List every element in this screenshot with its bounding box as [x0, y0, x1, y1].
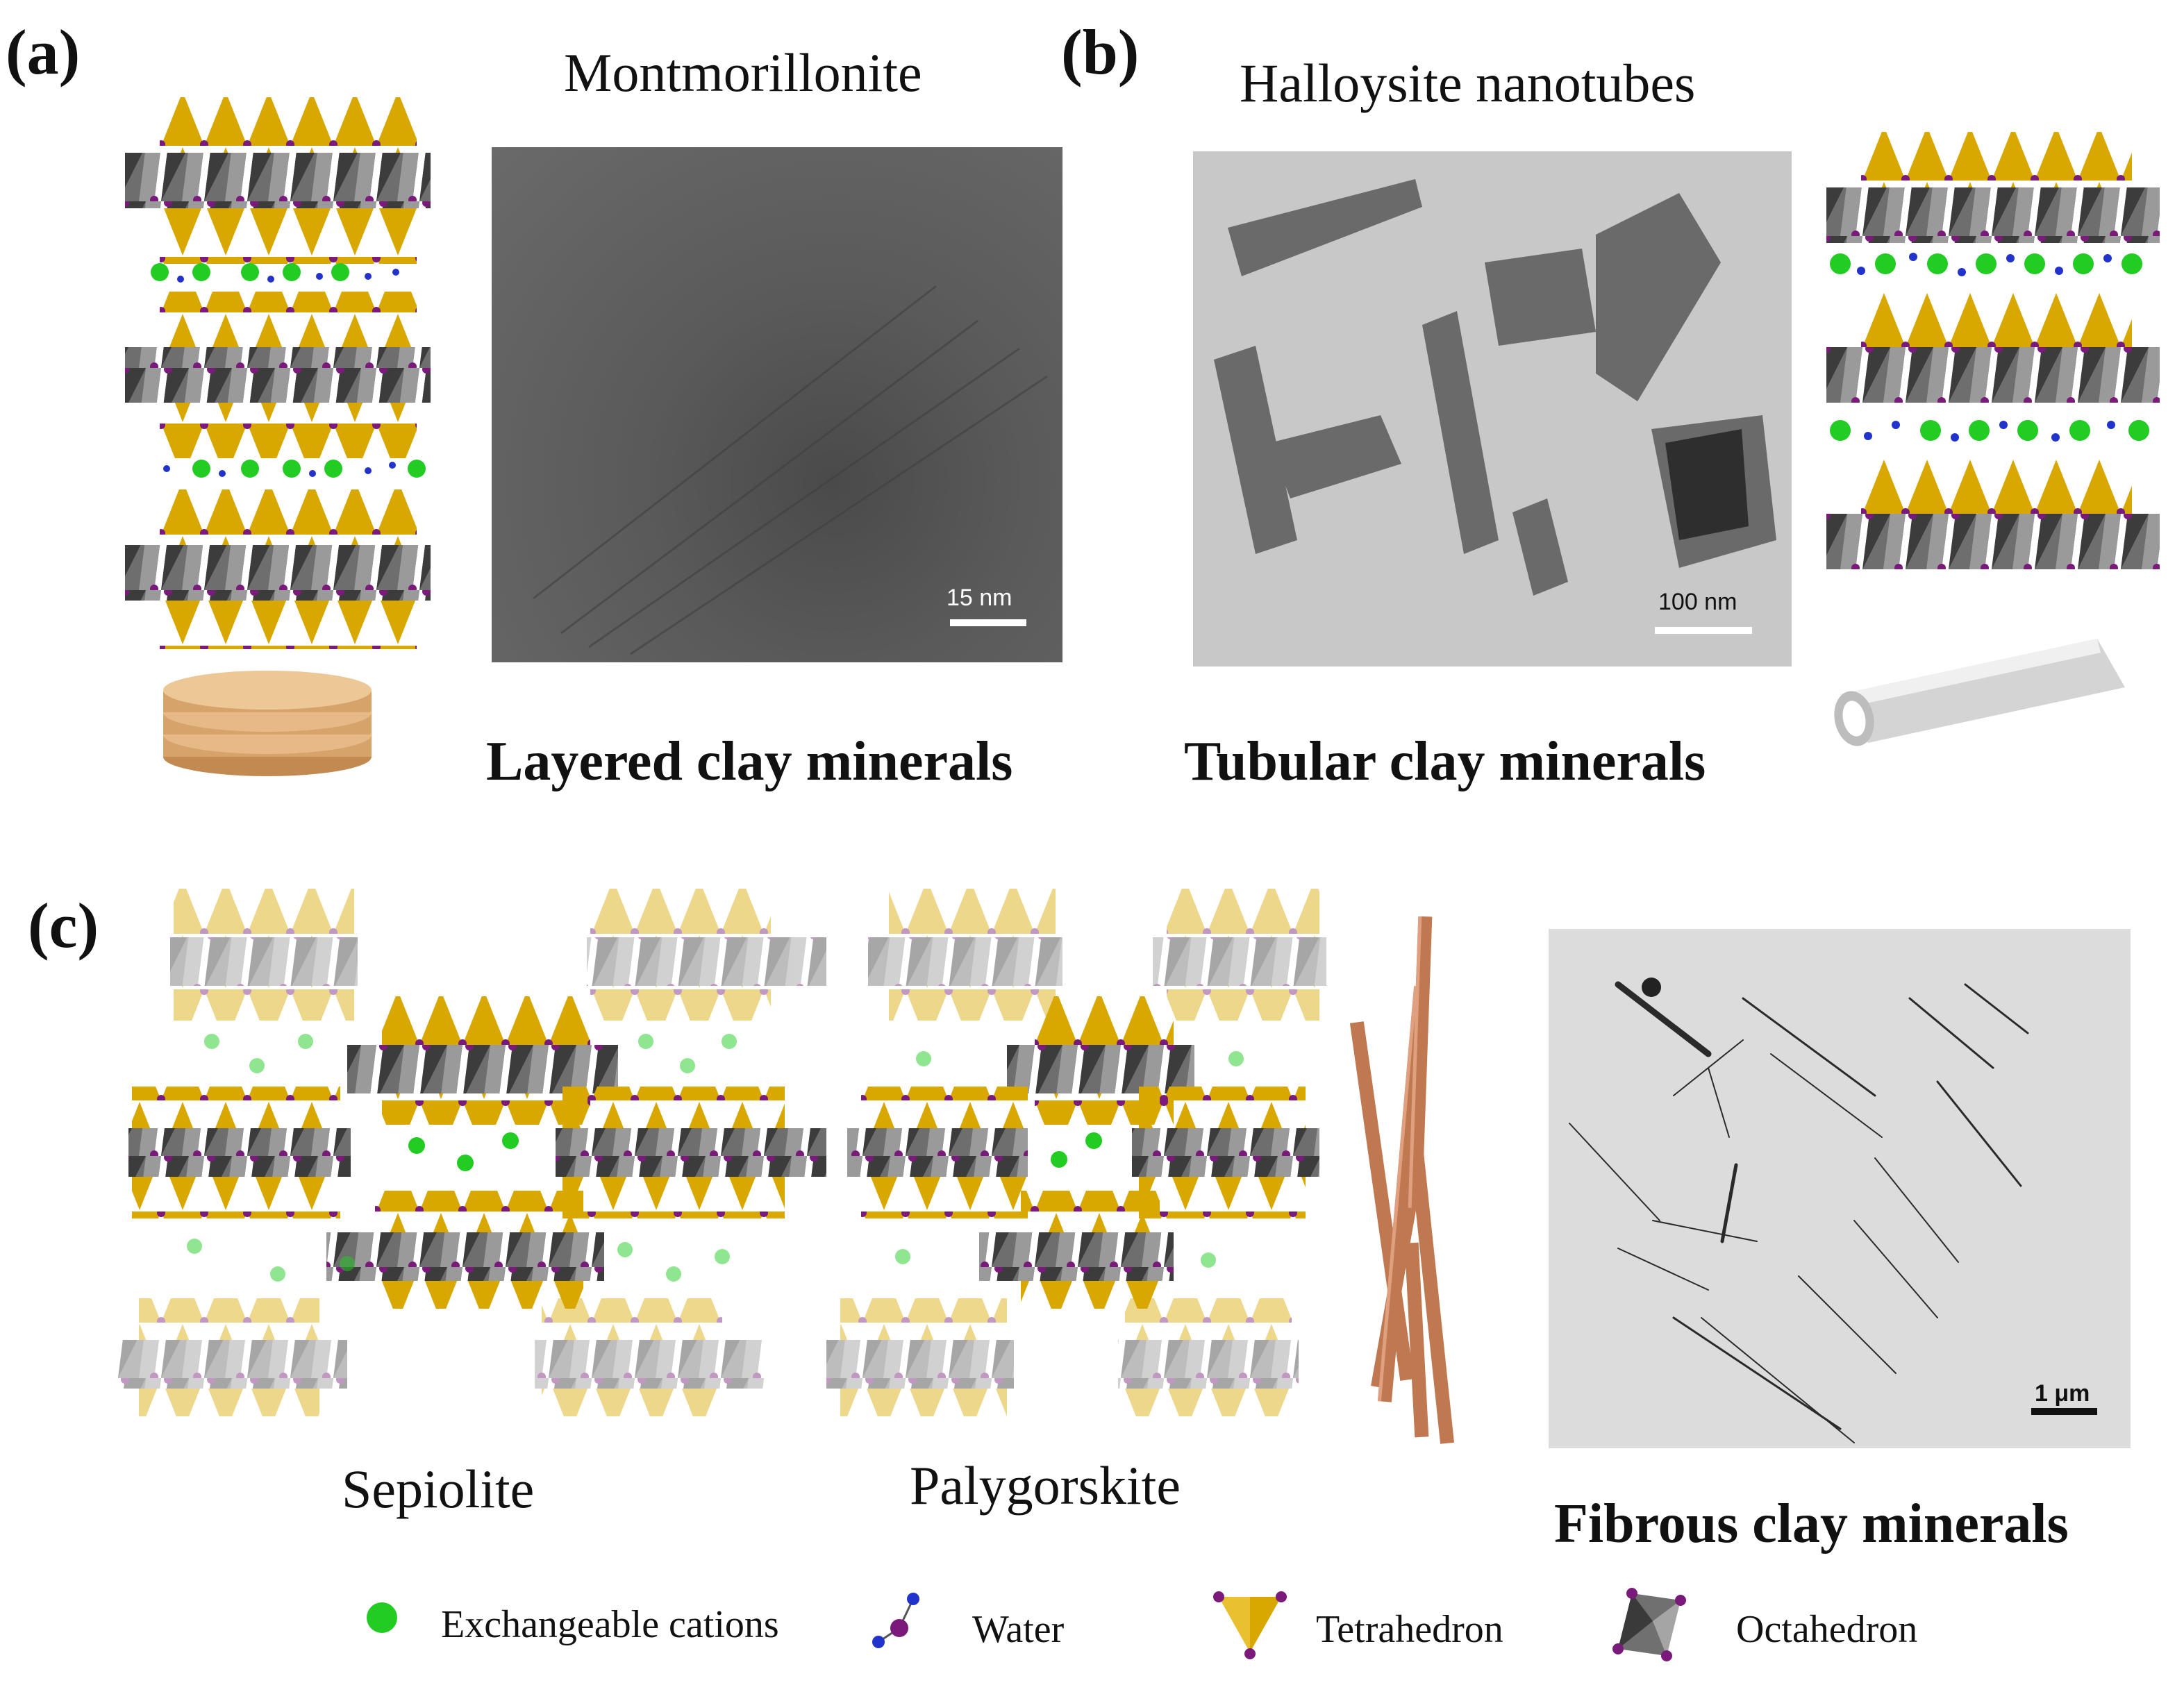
montmorillonite-title: Montmorillonite [564, 42, 922, 103]
panel-letter-c: (c) [28, 890, 99, 961]
legend-label-tetrahedron: Tetrahedron [1316, 1608, 1503, 1651]
scale-bar-c [2031, 1408, 2097, 1415]
fibrous-micrograph: 1 μm [1549, 929, 2131, 1448]
layered-disc-icon [163, 671, 372, 776]
montmorillonite-micrograph: 15 nm [492, 147, 1062, 662]
scale-bar-a [950, 619, 1026, 626]
halloysite-micrograph: 100 nm [1193, 151, 1792, 667]
legend-label-cations: Exchangeable cations [441, 1603, 779, 1646]
scale-bar-label-b: 100 nm [1658, 589, 1737, 615]
fiber-bundle-icon [1349, 916, 1454, 1444]
panel-letter-b: (b) [1061, 17, 1140, 87]
sepiolite-structure [118, 889, 826, 1416]
cation-icon [367, 1602, 397, 1633]
layered-caption: Layered clay minerals [486, 731, 1013, 792]
scale-bar-label-a: 15 nm [947, 585, 1012, 611]
scale-bar-b [1655, 627, 1752, 634]
tetrahedron-icon [1213, 1591, 1287, 1659]
halloysite-title: Halloysite nanotubes [1240, 53, 1696, 113]
scale-bar-label-c: 1 μm [2035, 1380, 2090, 1407]
water-icon [872, 1593, 919, 1648]
nanotube-icon [1834, 639, 2125, 746]
palygorskite-label: Palygorskite [910, 1455, 1181, 1516]
tubular-caption: Tubular clay minerals [1184, 731, 1706, 792]
fibrous-caption: Fibrous clay minerals [1554, 1493, 2069, 1554]
legend-label-octahedron: Octahedron [1736, 1608, 1918, 1651]
panel-letter-a: (a) [6, 17, 81, 87]
legend: Exchangeable cations Water Tetrahedron O… [0, 1583, 2184, 1673]
sepiolite-label: Sepiolite [342, 1459, 535, 1519]
octahedron-icon [1612, 1588, 1686, 1661]
palygorskite-structure [826, 889, 1326, 1416]
montmorillonite-structure [125, 97, 431, 649]
halloysite-structure [1826, 132, 2160, 569]
legend-label-water: Water [972, 1608, 1065, 1651]
